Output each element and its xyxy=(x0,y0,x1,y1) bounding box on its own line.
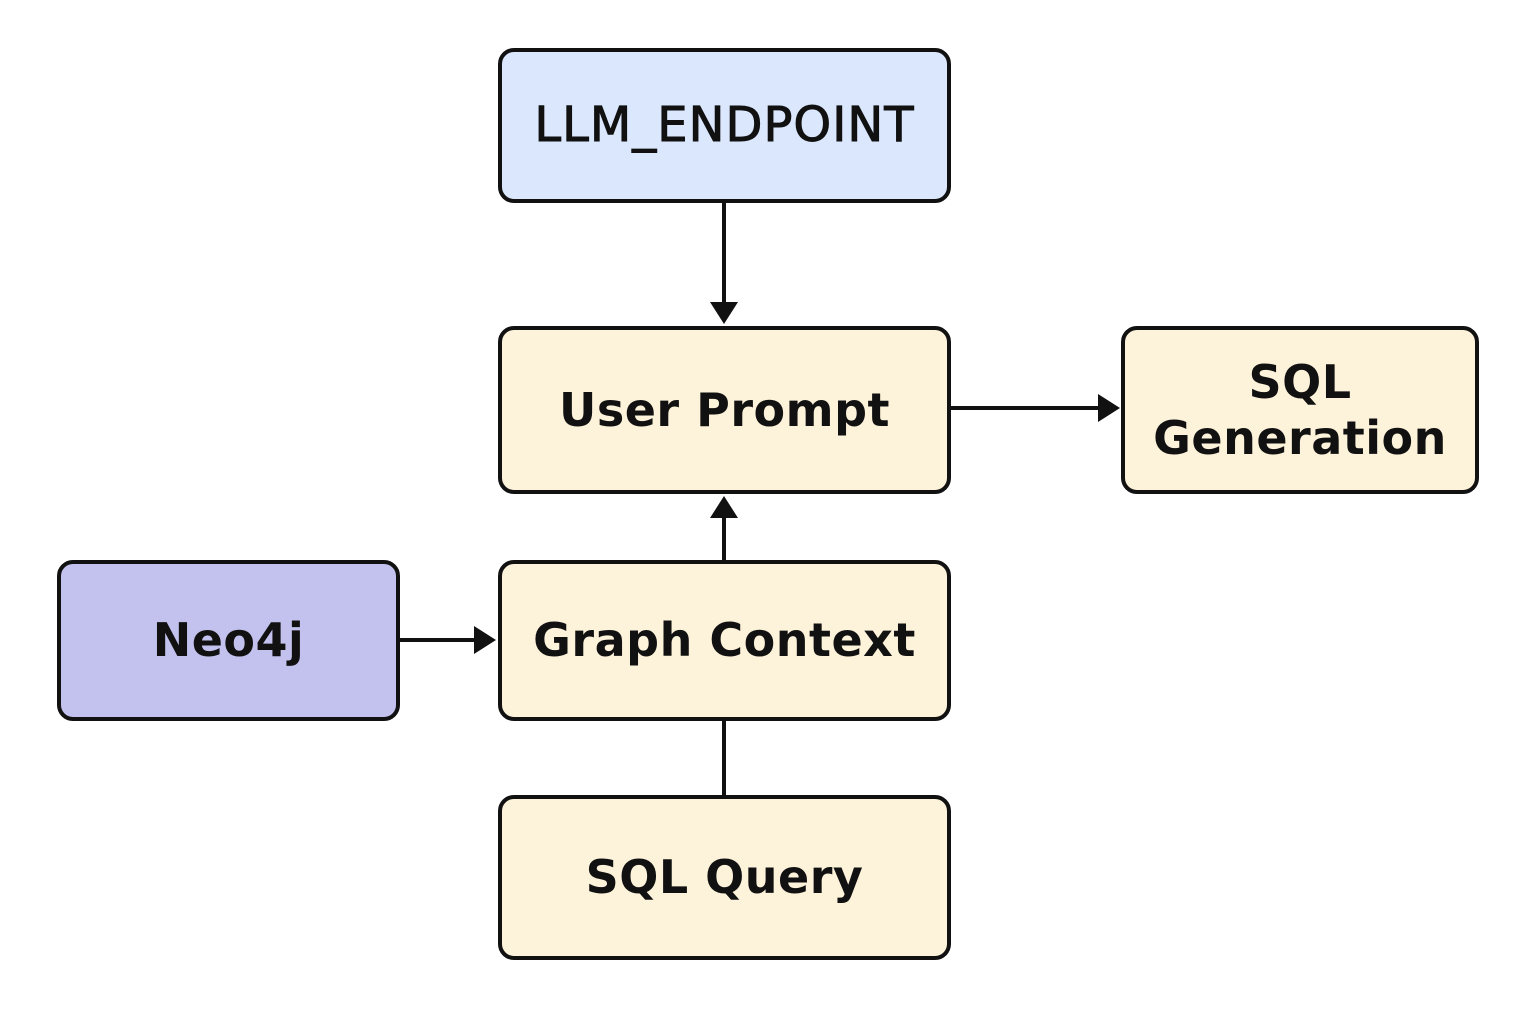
arrowhead-up xyxy=(710,496,738,518)
arrowhead-right xyxy=(1098,394,1120,422)
node-user-prompt-label: User Prompt xyxy=(559,382,890,437)
edge-user-prompt-to-sql-generation xyxy=(951,394,1120,422)
node-sql-generation-label: SQL Generation xyxy=(1153,354,1447,465)
arrowhead-right xyxy=(474,626,496,654)
node-sql-query-label: SQL Query xyxy=(585,850,864,905)
node-neo4j-label: Neo4j xyxy=(152,613,305,668)
node-graph-context-label: Graph Context xyxy=(533,613,916,668)
node-neo4j[interactable]: Neo4j xyxy=(57,560,400,721)
edge-llm-endpoint-to-user-prompt xyxy=(710,203,738,324)
node-sql-generation[interactable]: SQL Generation xyxy=(1121,326,1479,494)
node-user-prompt[interactable]: User Prompt xyxy=(498,326,951,494)
edge-neo4j-to-graph-context xyxy=(400,626,496,654)
node-llm-endpoint[interactable]: LLM_ENDPOINT xyxy=(498,48,951,203)
node-llm-endpoint-label: LLM_ENDPOINT xyxy=(534,97,915,154)
edge-graph-context-to-user-prompt xyxy=(710,496,738,560)
node-sql-query[interactable]: SQL Query xyxy=(498,795,951,960)
arrowhead-down xyxy=(710,302,738,324)
node-graph-context[interactable]: Graph Context xyxy=(498,560,951,721)
